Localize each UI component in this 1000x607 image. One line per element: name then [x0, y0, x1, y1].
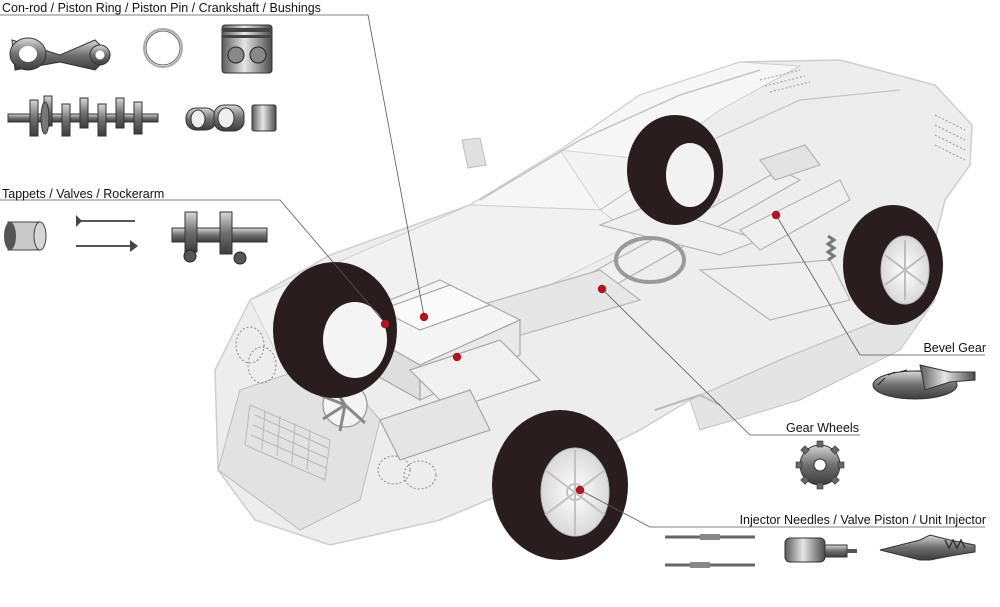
- chassis: [428, 144, 851, 351]
- leader-lines: [0, 14, 985, 528]
- bevel-gear-icon: [872, 364, 976, 400]
- markers: [380, 210, 781, 495]
- front-left-wheel: [273, 262, 397, 398]
- gear-wheels-label: Gear Wheels: [786, 421, 859, 435]
- crankshaft-icon: [7, 95, 159, 137]
- gear-wheel-icon: [795, 440, 845, 490]
- valve-piston-icon: [784, 537, 857, 563]
- piston-pin-icon: [251, 104, 277, 132]
- rear-left-wheel: [492, 410, 628, 560]
- piston-ring-icon: [143, 28, 183, 68]
- front-right-wheel: [627, 115, 723, 225]
- bushings-icon: [185, 104, 245, 132]
- valve-icon: [76, 215, 138, 252]
- valvetrain-label: Tappets / Valves / Rockerarm: [2, 187, 165, 201]
- tappet-icon: [4, 221, 47, 251]
- rockerarm-icon: [171, 211, 268, 265]
- bevel-gear-label: Bevel Gear: [923, 341, 986, 355]
- engine-parts-label: Con-rod / Piston Ring / Piston Pin / Cra…: [2, 1, 321, 15]
- injector-needle-icon: [665, 534, 755, 568]
- injector-label: Injector Needles / Valve Piston / Unit I…: [739, 513, 986, 527]
- piston-icon: [221, 24, 273, 74]
- rear-right-wheel: [843, 205, 943, 325]
- unit-injector-icon: [879, 534, 976, 561]
- con-rod-icon: [9, 37, 111, 71]
